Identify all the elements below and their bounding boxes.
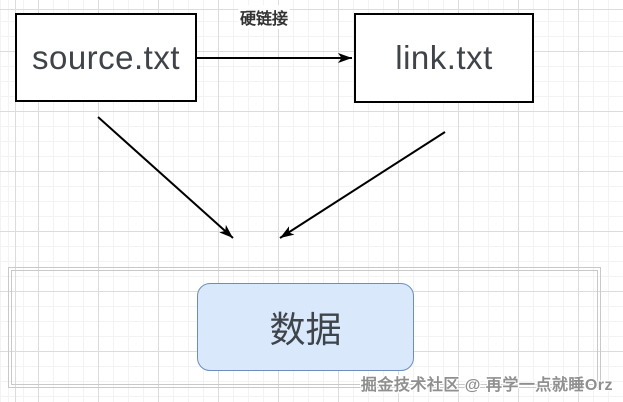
data-storage-container-inner-border (11, 270, 598, 385)
watermark-text: 掘金技术社区 @ 再学一点就睡Orz (360, 377, 613, 394)
data-storage-container (8, 267, 601, 388)
link-to-data-arrow (279, 131, 446, 239)
node-link-txt-label: link.txt (395, 39, 493, 76)
node-source-txt-label: source.txt (31, 38, 181, 76)
node-link-txt: link.txt (354, 13, 534, 103)
node-source-txt: source.txt (15, 13, 197, 102)
node-data: 数据 (197, 283, 414, 371)
source-to-data-arrow (97, 116, 234, 239)
node-data-label: 数据 (269, 309, 342, 350)
hard-link-edge-label: 硬链接 (238, 5, 291, 29)
